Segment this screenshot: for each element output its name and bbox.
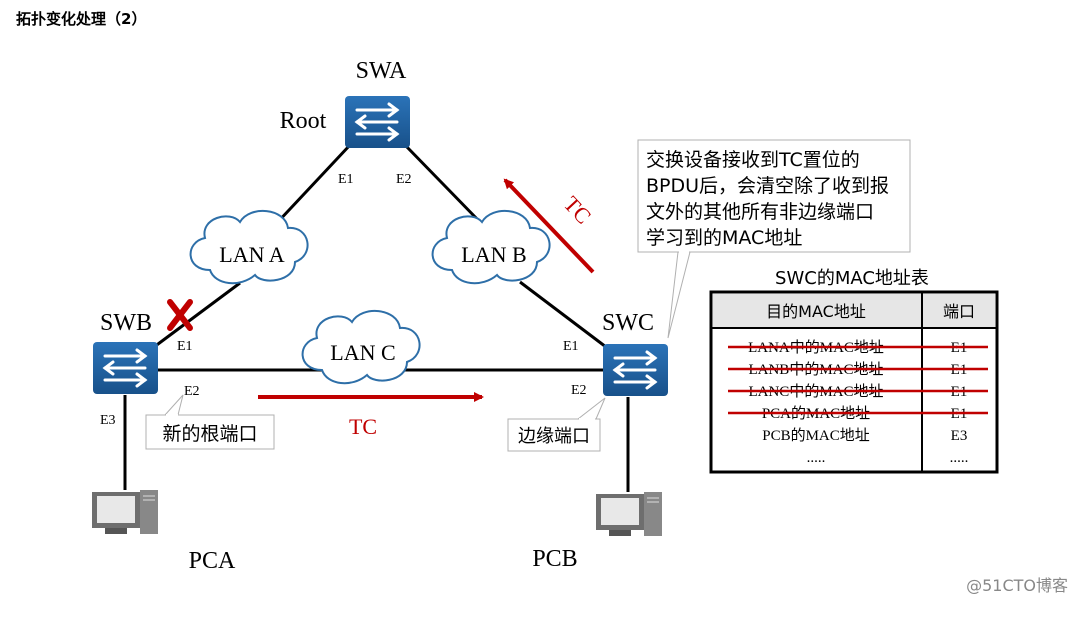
note-line-1: 交换设备接收到TC置位的: [646, 149, 860, 171]
watermark: @51CTO博客: [966, 576, 1068, 595]
port-labels: E1 E2 E1 E2 E3 E1 E2: [100, 172, 587, 428]
pca-name: PCA: [189, 548, 236, 574]
swb-name: SWB: [100, 310, 152, 336]
tc-up-label: TC: [559, 191, 596, 229]
mac-table: SWC的MAC地址表 目的MAC地址 端口 LANA中的MAC地址E1LANB中…: [709, 268, 999, 474]
mac-table-header-addr: 目的MAC地址: [766, 302, 866, 321]
mac-row-port: E3: [951, 428, 968, 444]
mac-table-header-port: 端口: [943, 302, 975, 321]
new-root-port-label: 新的根端口: [162, 423, 257, 445]
switch-swa[interactable]: [345, 96, 410, 148]
note-callout: 交换设备接收到TC置位的 BPDU后，会清空除了收到报 文外的其他所有非边缘端口…: [637, 139, 911, 339]
lan-c-label: LAN C: [330, 340, 395, 365]
new-root-port-callout: 新的根端口: [145, 394, 275, 450]
lan-a-label: LAN A: [219, 242, 285, 267]
tc-right-label: TC: [349, 414, 377, 439]
blocked-port-icon: [167, 299, 193, 331]
link-swa-lana: [273, 143, 352, 227]
pcb-name: PCB: [532, 546, 577, 572]
swa-root-label: Root: [280, 108, 327, 134]
port-swc-e2: E2: [571, 383, 587, 398]
note-line-3: 文外的其他所有非边缘端口: [646, 201, 874, 223]
port-swa-e2: E2: [396, 172, 412, 187]
mac-table-caption: SWC的MAC地址表: [775, 268, 929, 289]
swa-name: SWA: [356, 58, 407, 84]
tc-arrow-up: [503, 178, 595, 274]
pc-pcb-icon[interactable]: [596, 492, 662, 536]
edge-port-label: 边缘端口: [518, 426, 590, 447]
switch-arrows-icon: [354, 102, 400, 142]
mac-row-port: .....: [950, 450, 969, 466]
link-swa-lanb: [403, 143, 482, 224]
switch-swc[interactable]: [603, 344, 668, 396]
port-swc-e1: E1: [563, 339, 579, 354]
switch-arrows-icon: [612, 350, 658, 390]
port-swb-e3: E3: [100, 413, 116, 428]
lan-a-cloud: LAN A: [189, 209, 309, 285]
port-swa-e1: E1: [338, 172, 354, 187]
lan-b-cloud: LAN B: [431, 209, 551, 285]
note-line-2: BPDU后，会清空除了收到报: [646, 175, 889, 197]
page-title: 拓扑变化处理（2）: [16, 10, 147, 28]
mac-row-addr: PCB的MAC地址: [762, 427, 870, 444]
mac-table-rows: LANA中的MAC地址E1LANB中的MAC地址E1LANC中的MAC地址E1P…: [728, 339, 988, 466]
port-swb-e2: E2: [184, 384, 200, 399]
lan-b-label: LAN B: [461, 242, 526, 267]
lan-c-cloud: LAN C: [301, 309, 421, 385]
edge-port-callout: 边缘端口: [507, 397, 606, 452]
switch-arrows-icon: [102, 348, 148, 388]
swc-name: SWC: [602, 310, 654, 336]
link-lana-swb: [149, 281, 241, 352]
note-line-4: 学习到的MAC地址: [646, 227, 802, 249]
mac-row-addr: .....: [807, 450, 826, 466]
pc-pca-icon[interactable]: [92, 490, 158, 534]
port-swb-e1: E1: [177, 339, 193, 354]
note-text: 交换设备接收到TC置位的 BPDU后，会清空除了收到报 文外的其他所有非边缘端口…: [646, 149, 895, 249]
switch-swb[interactable]: [93, 342, 158, 394]
link-lanb-swc: [519, 280, 611, 352]
